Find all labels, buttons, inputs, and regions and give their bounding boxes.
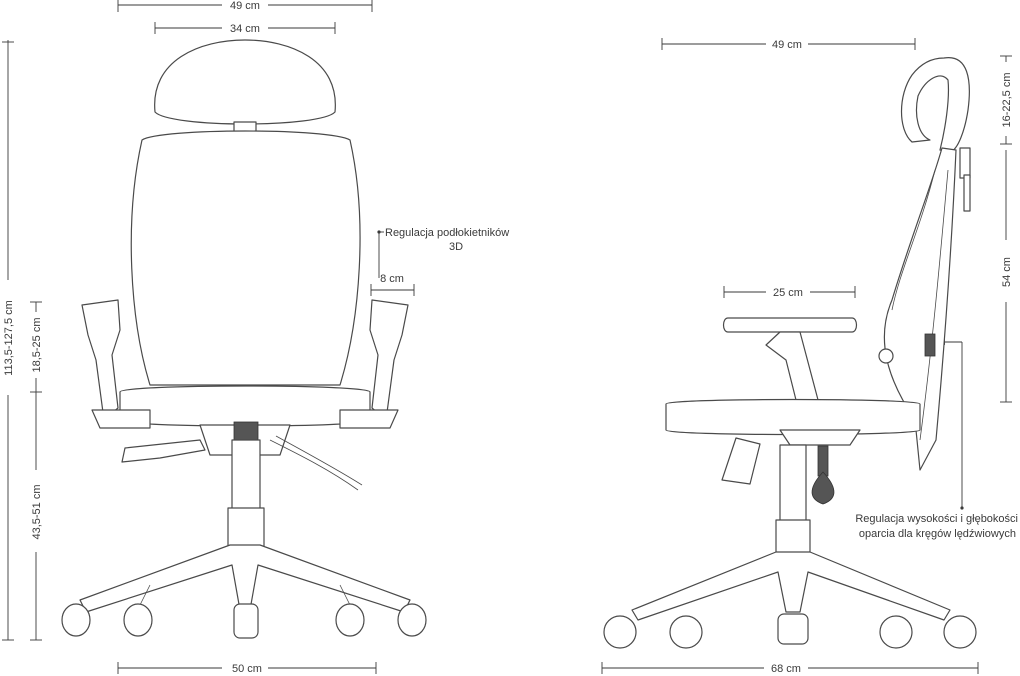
armrest-note-line2: 3D [449,241,463,253]
lumbar-note-line1: Regulacja wysokości i głębokości [855,513,1018,525]
armrest-height-label: 18,5-25 cm [31,317,43,372]
headrest-width-dimension: 34 cm [154,22,336,35]
lumbar-note-line2: oparcia dla kręgów lędźwiowych [859,528,1016,540]
armrest-offset-label: 8 cm [380,273,404,285]
armrest-note-line1: Regulacja podłokietników [385,227,509,239]
lumbar-adjustment-note: Regulacja wysokości i głębokości oparcia… [855,339,1018,540]
side-chair-drawing [603,57,977,649]
side-base-depth-label: 68 cm [771,663,801,675]
total-height-label: 113,5-127,5 cm [3,300,15,376]
seat-height-dimension: 43,5-51 cm [30,392,43,641]
headrest-height-dimension: 16-22,5 cm [1000,55,1013,145]
front-chair-drawing [61,39,427,639]
armrest-height-dimension: 18,5-25 cm [30,301,43,393]
front-casters [61,603,427,639]
side-view: 49 cm 25 cm 68 cm 16-22,5 cm [601,38,1018,675]
side-casters [603,613,977,649]
armrest-offset-dimension: 8 cm [370,273,415,296]
front-width-label: 49 cm [230,0,260,12]
armrest-adjustment-note: Regulacja podłokietników 3D [377,227,509,278]
backrest-height-label: 54 cm [1001,257,1013,287]
front-width-dimension: 49 cm [117,0,373,12]
armrest-depth-label: 25 cm [773,287,803,299]
side-depth-dimension: 49 cm [661,38,916,51]
side-depth-label: 49 cm [772,39,802,51]
base-width-label: 50 cm [232,663,262,675]
headrest-width-label: 34 cm [230,23,260,35]
front-view: 49 cm 34 cm 113,5-127,5 cm 18,5-25 cm [2,0,509,675]
armrest-depth-dimension: 25 cm [723,286,856,299]
base-width-dimension: 50 cm [117,662,377,675]
headrest-height-label: 16-22,5 cm [1001,72,1013,127]
seat-height-label: 43,5-51 cm [31,484,43,539]
total-height-dimension: 113,5-127,5 cm [2,40,15,641]
side-base-depth-dimension: 68 cm [601,662,979,675]
backrest-height-dimension: 54 cm [1000,150,1013,403]
